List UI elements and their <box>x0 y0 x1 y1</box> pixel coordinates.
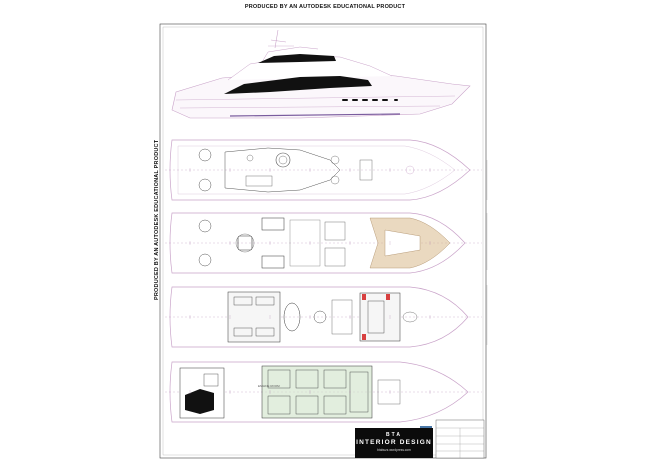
guest-cabins <box>261 365 373 419</box>
watermark-top: PRODUCED BY AN AUTODESK EDUCATIONAL PROD… <box>244 4 406 10</box>
profile-glass-upper <box>258 54 336 63</box>
title-block <box>420 419 485 459</box>
profile-view <box>171 29 471 119</box>
logo-line1: BTA <box>386 432 402 438</box>
tender-jetski <box>185 389 214 414</box>
main-deck-plan <box>165 286 482 348</box>
sheet-inner-border <box>162 26 484 456</box>
sheet-border <box>159 23 487 459</box>
profile-glass-main <box>224 76 372 94</box>
bridge-deck-plan <box>165 212 482 274</box>
profile-boot-stripe <box>229 113 401 117</box>
lower-deck-plan <box>165 361 482 423</box>
profile-portholes <box>342 99 398 101</box>
sun-deck-plan <box>165 139 482 201</box>
lower-deck-label: ENGINE ROOM <box>258 384 280 388</box>
logo-line2: INTERIOR DESIGN <box>356 439 432 446</box>
profile-hull <box>171 69 471 119</box>
station-ticks <box>189 168 431 394</box>
bta-logo: BTA INTERIOR DESIGN btabuzz.wordpress.co… <box>355 428 433 458</box>
logo-line3: btabuzz.wordpress.com <box>377 448 411 452</box>
